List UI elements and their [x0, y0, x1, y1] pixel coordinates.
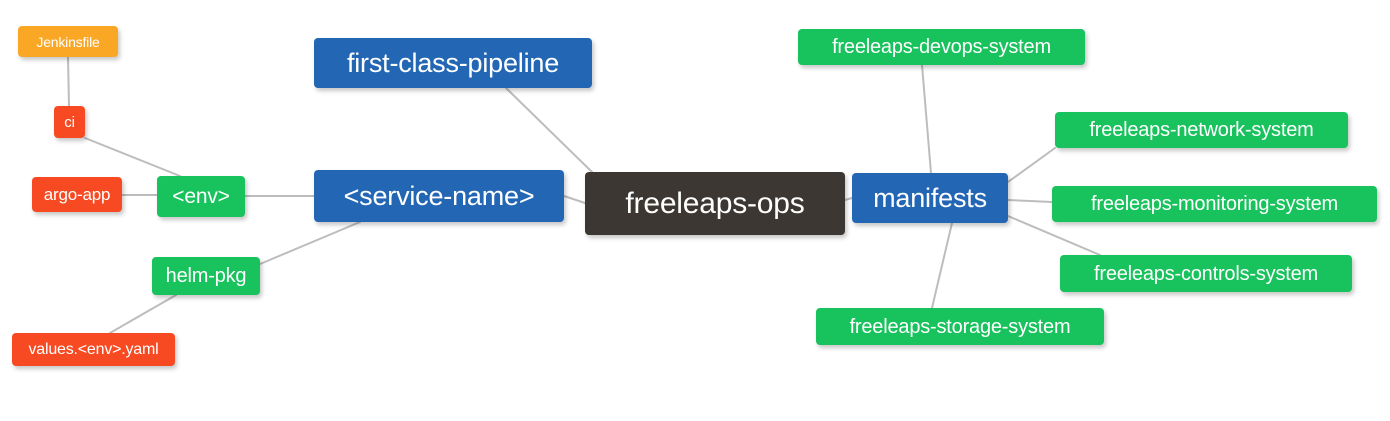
edge-ci-jenkins [67, 56, 70, 107]
edge-manifests-monitoring [1007, 199, 1053, 203]
edge-helm-values [109, 294, 177, 334]
edge-manifests-network [1007, 147, 1056, 183]
node-ci[interactable]: ci [54, 106, 85, 138]
node-controls[interactable]: freeleaps-controls-system [1060, 255, 1352, 292]
node-jenkins[interactable]: Jenkinsfile [18, 26, 118, 57]
node-helm[interactable]: helm-pkg [152, 257, 260, 295]
edge-env-ci [84, 137, 181, 177]
edge-root-pipeline [505, 87, 593, 173]
edge-manifests-storage [931, 222, 953, 309]
node-argo[interactable]: argo-app [32, 177, 122, 212]
node-manifests[interactable]: manifests [852, 173, 1008, 223]
node-env[interactable]: <env> [157, 176, 245, 217]
node-monitoring[interactable]: freeleaps-monitoring-system [1052, 186, 1377, 222]
edge-service-helm [259, 221, 361, 265]
node-root[interactable]: freeleaps-ops [585, 172, 845, 235]
edge-root-service [563, 195, 586, 204]
node-storage[interactable]: freeleaps-storage-system [816, 308, 1104, 345]
node-service[interactable]: <service-name> [314, 170, 564, 222]
edge-root-manifests [844, 197, 853, 201]
node-devops[interactable]: freeleaps-devops-system [798, 29, 1085, 65]
node-pipeline[interactable]: first-class-pipeline [314, 38, 592, 88]
edge-manifests-devops [921, 64, 932, 174]
node-network[interactable]: freeleaps-network-system [1055, 112, 1348, 148]
node-values[interactable]: values.<env>.yaml [12, 333, 175, 366]
